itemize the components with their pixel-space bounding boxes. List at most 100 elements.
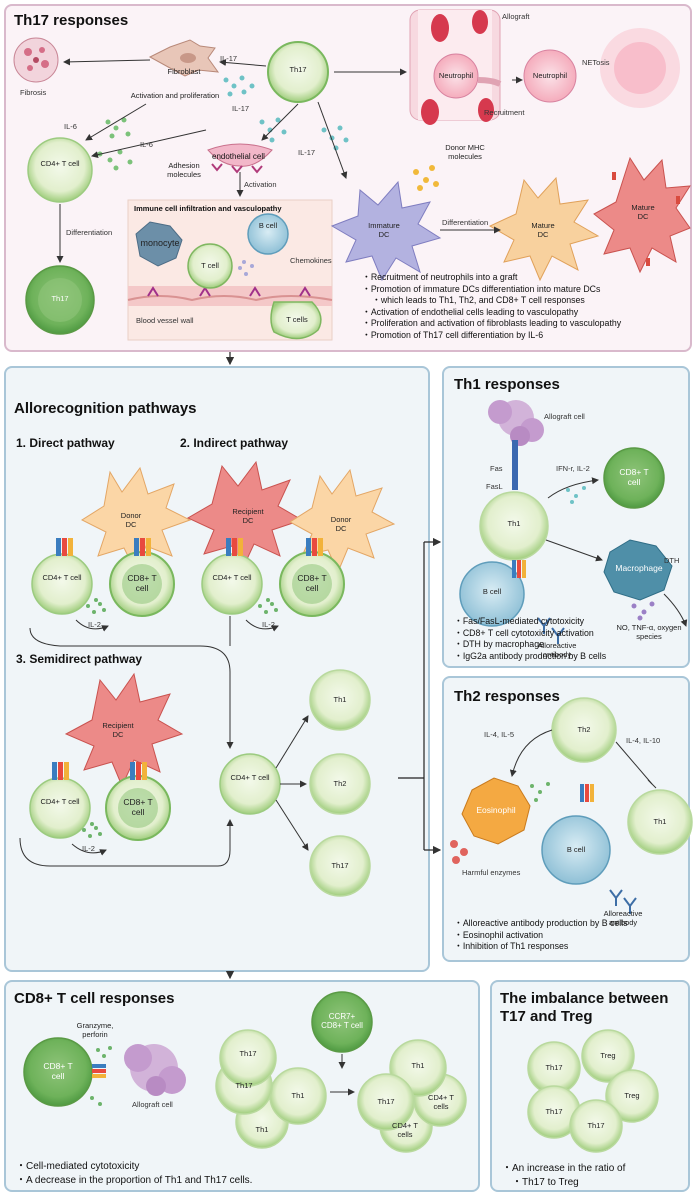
endothelial-cell-icon <box>207 143 273 174</box>
differentiation-label: Differentiation <box>66 228 113 237</box>
allograft-cell-th1-icon <box>488 400 544 446</box>
tcr-receptors <box>52 538 323 780</box>
il17-label-1: IL-17 <box>220 54 238 63</box>
neutrophil-vessel-icon <box>409 9 502 125</box>
th2-antibody-icons <box>609 889 637 914</box>
right-th17-label: Th17 <box>377 1097 395 1106</box>
netosis-icon <box>523 28 680 108</box>
th2-b-cell <box>541 815 611 885</box>
cd4-2-label: CD4+ T cell <box>212 573 252 582</box>
mature-dc-red-icon <box>593 156 691 274</box>
il6-label-1: IL-6 <box>64 122 77 131</box>
th2-panel-title: Th2 responses <box>454 688 560 705</box>
cd8-bullet: A decrease in the proportion of Th1 and … <box>16 1174 252 1188</box>
right-cd4-a-label: CD4+ T cells <box>428 1093 454 1111</box>
il2-label-1: IL-2 <box>88 620 101 629</box>
cd8-effector-label: CD8+ T cell <box>43 1061 73 1081</box>
il2-dots <box>82 598 278 838</box>
cytokine-dots-il17 <box>223 75 349 151</box>
fibroblast-icon <box>148 39 220 77</box>
il2-label-3: IL-2 <box>82 844 95 853</box>
th17-bottom-label: Th17 <box>51 294 69 303</box>
activation-proliferation-label: Activation and proliferation <box>130 91 220 100</box>
th2-bullet: Eosinophil activation <box>454 930 628 942</box>
cd8-bullets: Cell-mediated cytotoxicity A decrease in… <box>16 1160 252 1187</box>
neutrophil-label-1: Neutrophil <box>438 71 474 80</box>
eosinophil-label: Eosinophil <box>476 805 516 815</box>
harmful-enzymes-label: Harmful enzymes <box>462 868 521 877</box>
immature-dc-label: Immature DC <box>368 221 400 239</box>
allograft-label: Allograft <box>502 12 530 21</box>
th2-cell-label: Th2 <box>577 725 591 734</box>
cytokine-dots-il6 <box>97 117 133 171</box>
direct-pathway-title: 1. Direct pathway <box>16 436 115 450</box>
allo-to-th-connector <box>398 537 442 855</box>
th1-b-cell-label: B cell <box>482 587 502 596</box>
imbalance-title-line-2: T17 and Treg <box>500 1008 593 1025</box>
output-th1-label: Th1 <box>333 695 347 704</box>
fibrosis-label: Fibrosis <box>20 88 47 97</box>
infiltration-title: Immune cell infiltration and vasculopath… <box>134 204 282 213</box>
chemokines-label: Chemokines <box>290 256 332 265</box>
direct-cd4-cell <box>31 553 93 615</box>
th2-th1-cell <box>627 789 693 855</box>
th17-bullet: Recruitment of neutrophils into a graft <box>362 272 621 284</box>
th17-top-cell <box>267 41 329 103</box>
th1-bullet: IgG2a antibody production by B cells <box>454 651 606 663</box>
monocyte-icon <box>135 221 183 267</box>
t-cell-label: T cell <box>201 261 219 270</box>
imb-th17-c-label: Th17 <box>587 1121 605 1130</box>
th1-bullet: Fas/FasL-mediated cytotoxicity <box>454 616 606 628</box>
mature-dc-label-1: Mature DC <box>531 221 555 239</box>
blood-vessel-wall-label: Blood vessel wall <box>136 316 194 325</box>
th1-bullet-list: Fas/FasL-mediated cytotoxicity CD8+ T ce… <box>454 616 606 662</box>
fasl-label: FasL <box>486 482 503 491</box>
cd8-1-label: CD8+ T cell <box>127 573 157 593</box>
dth-label: DTH <box>664 556 680 565</box>
t-cells-label: T cells <box>286 315 308 324</box>
activation-label: Activation <box>244 180 277 189</box>
neutrophil-label-2: Neutrophil <box>532 71 568 80</box>
il4-il10-label: IL-4, IL-10 <box>626 736 661 745</box>
eosinophil-icon <box>461 777 531 845</box>
cd8-3-label: CD8+ T cell <box>123 797 153 817</box>
semidirect-cd4-cell <box>29 777 91 839</box>
right-cd4-b-label: CD4+ T cells <box>392 1121 418 1139</box>
adhesion-label: Adhesion molecules <box>167 161 201 179</box>
th17-bullet: Proliferation and activation of fibrobla… <box>362 318 621 330</box>
left-th1-a-label: Th1 <box>291 1091 305 1100</box>
th1-panel-title: Th1 responses <box>454 376 560 393</box>
granzyme-label: Granzyme, perforin <box>76 1021 114 1039</box>
th2-arrows <box>509 729 657 789</box>
th2-b-cell-label: B cell <box>566 845 586 854</box>
recipient-dc-1-icon <box>186 460 304 572</box>
il17-label-2: IL-17 <box>232 104 250 113</box>
center-cd4-cell <box>219 753 281 815</box>
donor-mhc-label: Donor MHC molecules <box>445 143 485 161</box>
recipient-dc-2-icon <box>64 672 184 788</box>
recipient-dc-2-label: Recipient DC <box>102 721 134 739</box>
imbalance-panel-title: The imbalance between T17 and Treg <box>500 990 668 1026</box>
imb-treg-a-label: Treg <box>600 1051 616 1060</box>
cd4-label-th17: CD4+ T cell <box>40 159 80 168</box>
harmful-enzyme-dots <box>450 840 468 864</box>
cd8-allograft-label: Allograft cell <box>132 1100 173 1109</box>
imb-th17-b-label: Th17 <box>545 1107 563 1116</box>
macrophage-label: Macrophage <box>615 563 663 573</box>
cd4-1-label: CD4+ T cell <box>42 573 82 582</box>
output-th1-cell <box>309 669 371 731</box>
indirect-cd4-cell <box>201 553 263 615</box>
left-th1-b-label: Th1 <box>255 1125 269 1134</box>
output-th2-cell <box>309 753 371 815</box>
th1-cd8-cell <box>603 447 665 509</box>
mature-dc-label-2: Mature DC <box>631 203 655 221</box>
ccr7-label: CCR7+ CD8+ T cell <box>321 1012 363 1031</box>
netosis-label: NETosis <box>582 58 610 67</box>
b-cell-icon <box>247 213 289 255</box>
il17-label-3: IL-17 <box>298 148 316 157</box>
output-th2-label: Th2 <box>333 779 347 788</box>
infiltration-inset <box>127 199 333 341</box>
th17-arrows <box>56 58 523 263</box>
